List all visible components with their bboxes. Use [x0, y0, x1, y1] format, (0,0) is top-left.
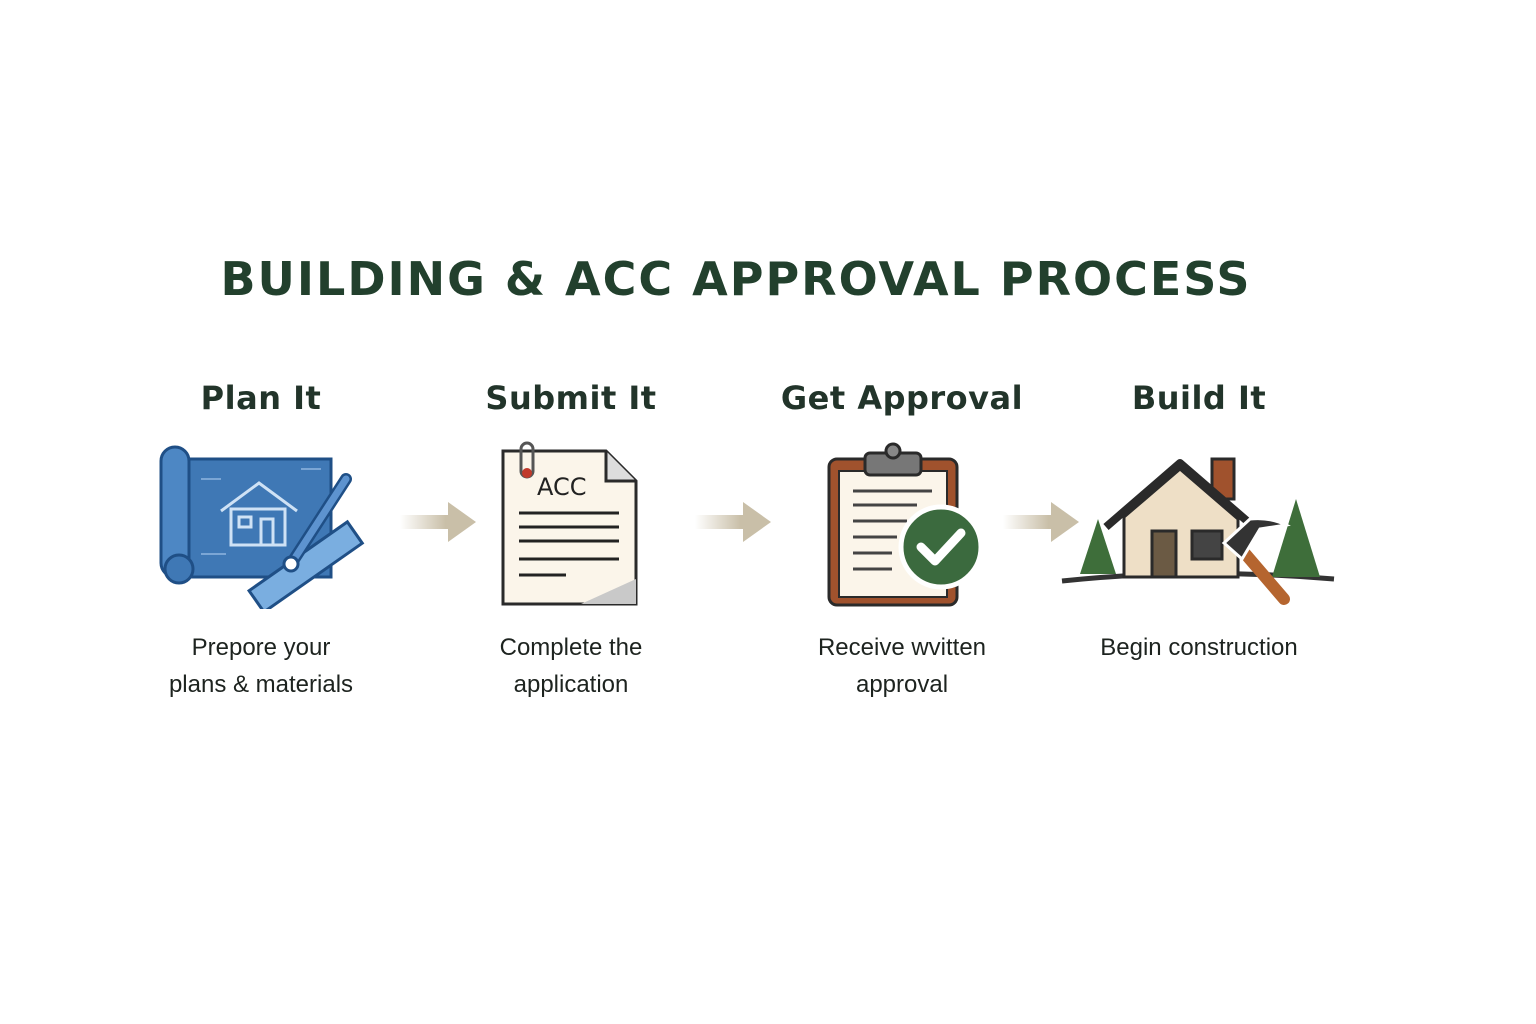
arrow-right-icon [695, 502, 771, 542]
step-build-it: Build It Begin construction [1049, 376, 1349, 666]
step-description: Complete the application [421, 629, 721, 703]
step-get-approval: Get Approval Receive wvitten approval [752, 376, 1052, 703]
desc-line: Begin construction [1100, 634, 1298, 661]
page-title: BUILDING & ACC APPROVAL PROCESS [220, 252, 1252, 306]
desc-line: Complete the [499, 634, 643, 661]
step-heading: Plan It [200, 379, 322, 417]
desc-line: Receive wvitten [817, 634, 987, 661]
step-description: Begin construction [1049, 629, 1349, 666]
desc-line: application [513, 671, 629, 698]
desc-line: approval [855, 671, 949, 698]
step-plan-it: Plan It Prepore your plans & materials [111, 376, 411, 703]
arrow-right-icon [400, 502, 476, 542]
step-heading: Submit It [485, 379, 657, 417]
house-hammer-icon [1049, 436, 1349, 611]
clipboard-check-icon [752, 436, 1052, 611]
arrow-right-icon [1003, 502, 1079, 542]
blueprint-icon [111, 436, 411, 611]
desc-line: plans & materials [168, 671, 354, 698]
step-heading: Get Approval [780, 379, 1024, 417]
doc-label: ACC [537, 473, 587, 501]
desc-line: Prepore your [191, 634, 331, 661]
step-heading: Build It [1131, 379, 1267, 417]
step-description: Receive wvitten approval [752, 629, 1052, 703]
step-submit-it: Submit It ACC Complete the application [421, 376, 721, 703]
step-description: Prepore your plans & materials [111, 629, 411, 703]
document-icon: ACC [421, 436, 721, 611]
